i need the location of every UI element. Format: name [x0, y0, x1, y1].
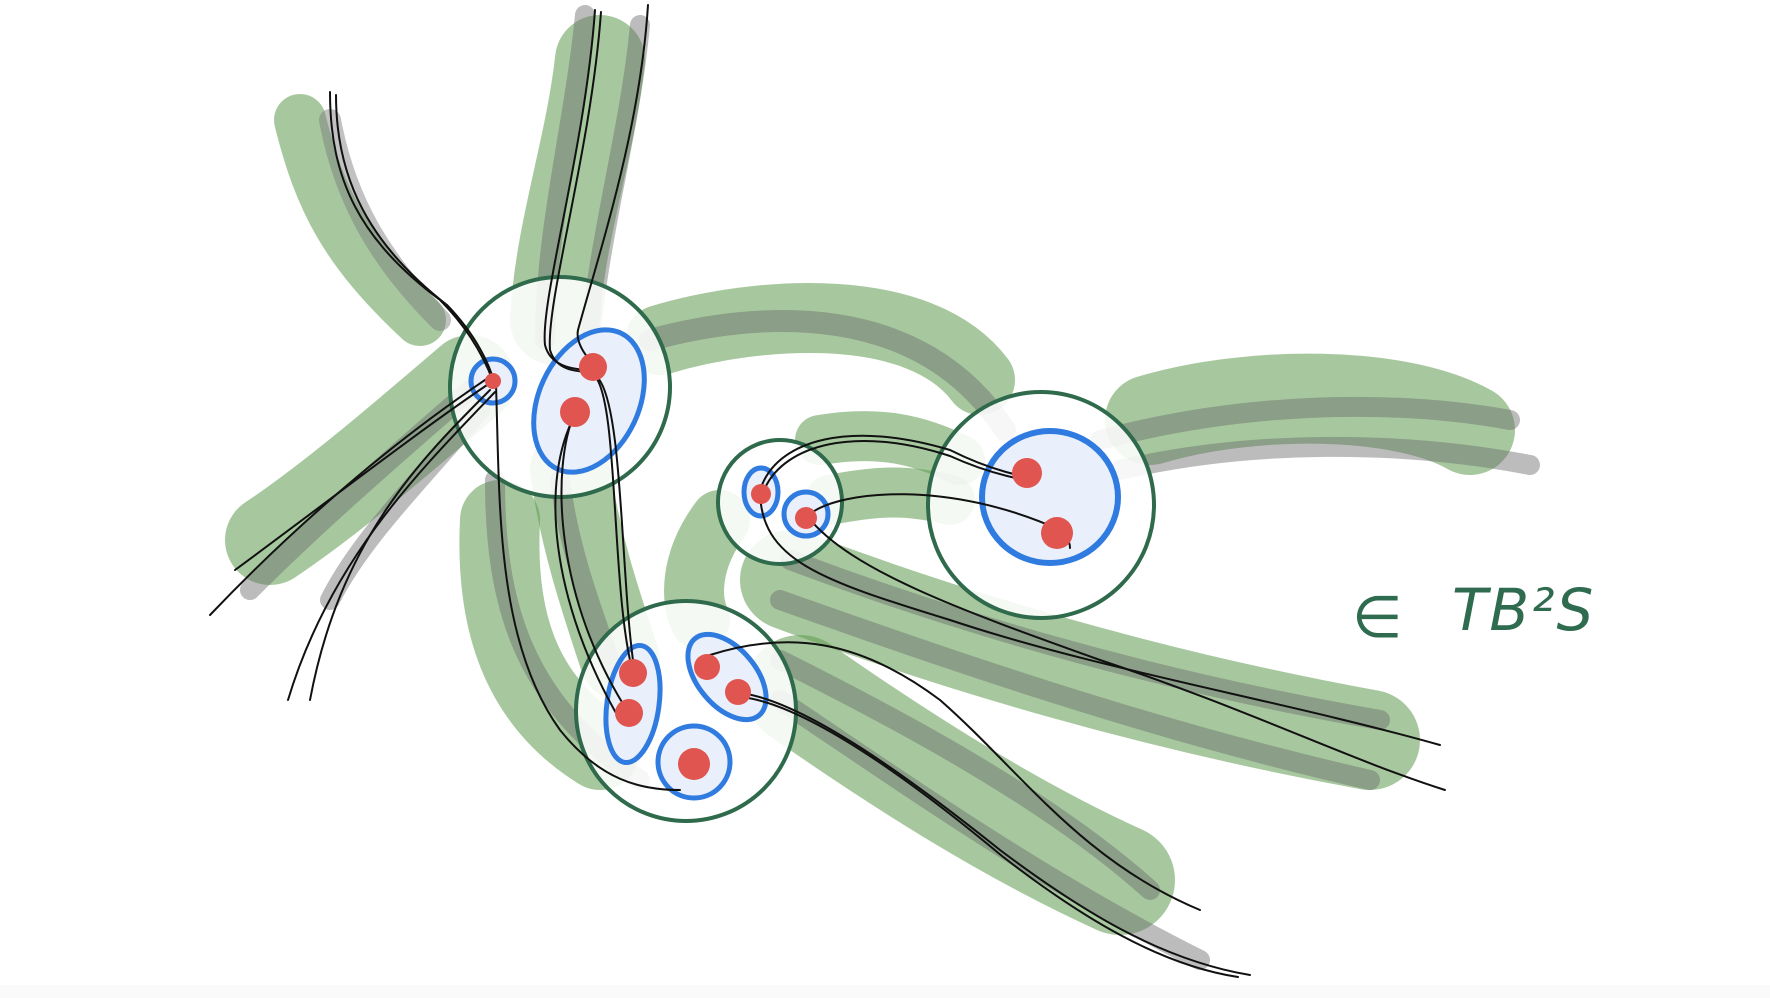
wire-11 [554, 414, 621, 721]
wire-9 [287, 391, 496, 701]
dot-ul-3 [560, 397, 590, 427]
dot-b-3 [694, 654, 720, 680]
dot-r-1 [1012, 458, 1042, 488]
ribbon-c [225, 335, 515, 585]
wire-13 [593, 374, 636, 681]
ribbon-i-core-2 [770, 590, 1380, 790]
wire-1 [329, 91, 494, 382]
ribbon-f [625, 283, 1015, 415]
wire-14 [597, 377, 638, 686]
wire-19 [807, 516, 1446, 791]
wire-6 [234, 382, 491, 571]
wire-17 [741, 696, 1239, 978]
wire-7 [209, 377, 489, 616]
wire-18 [759, 489, 1441, 746]
ribbon-c-core-1 [240, 380, 480, 600]
ribbon-j [745, 635, 1175, 935]
wire-4 [548, 11, 602, 373]
ribbon-f-core [639, 310, 1016, 441]
ribbon-d [459, 480, 640, 790]
ribbon-g [1105, 353, 1515, 475]
dot-b-2 [615, 699, 643, 727]
dot-s-2 [795, 507, 817, 529]
ribbon-bands [225, 5, 1540, 970]
dot-b-5 [678, 748, 710, 780]
ribbon-g-core-1 [1090, 396, 1520, 450]
dot-b-4 [725, 679, 751, 705]
ribbon-j-core-1 [770, 650, 1160, 900]
ribbon-i-core-1 [780, 550, 1390, 730]
bottom-strip [0, 985, 1770, 998]
dot-ul-2 [579, 353, 607, 381]
dot-b-1 [619, 659, 647, 687]
wire-2 [335, 94, 496, 386]
annotation: ∈ TB²S [1352, 576, 1595, 651]
wire-3 [543, 9, 596, 371]
wires [209, 4, 1446, 978]
dot-s-1 [751, 484, 771, 504]
ribbon-g-core-2 [1110, 436, 1540, 480]
ribbon-a [274, 94, 446, 346]
ribbon-i [740, 530, 1420, 790]
wire-8 [309, 389, 491, 701]
dot-ul-1 [485, 373, 501, 389]
red-dots [485, 353, 1073, 780]
wire-15 [709, 641, 1201, 911]
wire-10 [495, 384, 681, 791]
annotation-text: TB²S [1452, 576, 1595, 644]
wire-12 [560, 411, 631, 716]
wire-5 [576, 4, 649, 366]
dot-r-2 [1041, 517, 1073, 549]
element-of-symbol: ∈ [1352, 583, 1405, 651]
wire-16 [739, 692, 1251, 976]
